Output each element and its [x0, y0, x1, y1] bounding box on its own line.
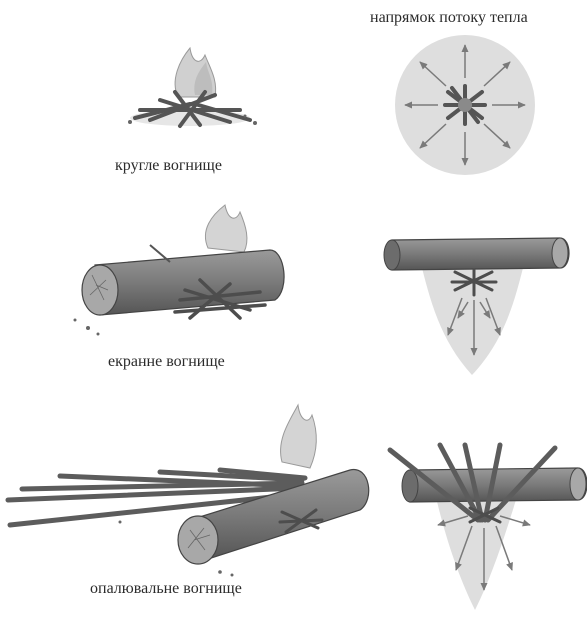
log-icon [392, 238, 569, 270]
screen-fire-side [74, 205, 285, 336]
reflector-fire-side [8, 405, 369, 577]
round-fire-heat-diagram [395, 35, 535, 175]
reflector-fire-heat-diagram [390, 445, 587, 610]
flame-icon [205, 205, 247, 252]
flame-icon [281, 405, 317, 468]
round-fire-side [128, 48, 257, 126]
screen-fire-heat-diagram [384, 238, 569, 375]
